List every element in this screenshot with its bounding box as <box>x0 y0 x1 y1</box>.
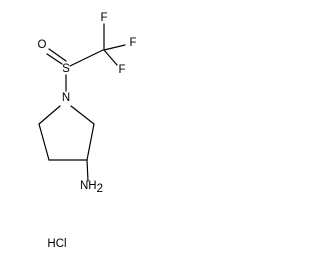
bond-c2-c3 <box>86 123 95 161</box>
amine-group: NH2 <box>80 180 103 195</box>
amine-label: NH <box>80 180 97 192</box>
atom-s: S <box>62 63 70 75</box>
bond-c3-nh2 <box>86 159 89 182</box>
salt-label: HCl <box>47 238 66 250</box>
chemical-structure-diagram: F F F O S O N NH2 HCl <box>38 12 137 250</box>
bond-c-f-lower <box>103 49 118 66</box>
atom-f-top: F <box>100 12 107 24</box>
amine-subscript: 2 <box>97 183 103 195</box>
atom-f-right: F <box>129 37 136 49</box>
bond-c5-n <box>38 105 61 125</box>
bond-s-o-left-2 <box>46 53 63 65</box>
bond-c-f-right <box>103 44 126 51</box>
bond-s-o-left-1 <box>48 48 67 62</box>
atom-f-lower: F <box>118 64 125 76</box>
bond-c4-c5 <box>38 123 50 161</box>
atom-o-left: O <box>38 39 47 51</box>
bond-s-c <box>69 49 104 67</box>
bond-n-c2 <box>70 105 95 125</box>
atom-n-ring: N <box>62 92 70 104</box>
